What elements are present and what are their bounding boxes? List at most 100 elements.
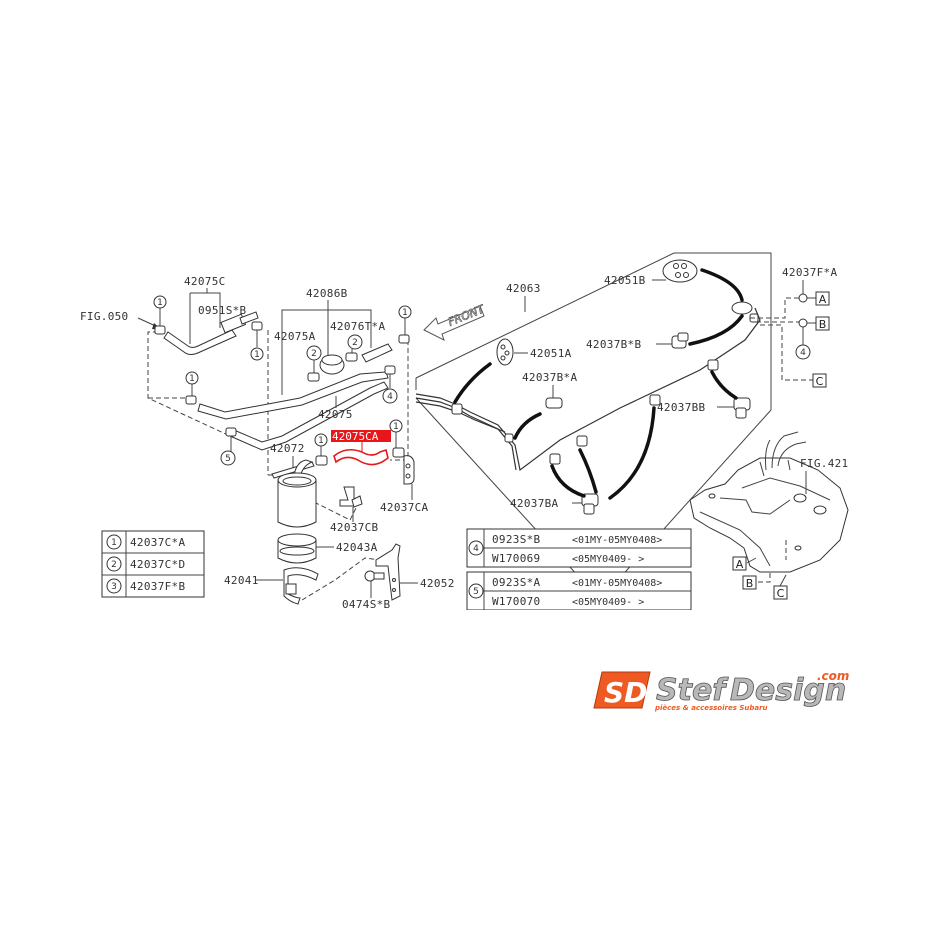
legend-variant-table-4: 4 0923S*B <01MY-05MY0408> W170069 <05MY0…	[466, 528, 692, 568]
label-42075CA: 42075CA	[332, 430, 379, 443]
clip-callout-2-b[interactable]: 2	[345, 334, 363, 362]
label-42037CB: 42037CB	[330, 521, 379, 534]
svg-text:<01MY-05MY0408>: <01MY-05MY0408>	[572, 535, 662, 546]
legend-row-1: 1 42037C*A	[106, 534, 185, 550]
part-42037BA[interactable]: 42037BA	[510, 493, 599, 515]
part-42072-fuel-filter[interactable]: 42072	[270, 442, 317, 528]
part-42075CA-highlighted[interactable]: 42075CA	[331, 430, 391, 466]
fuel-pipes	[415, 268, 761, 500]
label-42086B: 42086B	[306, 287, 348, 300]
pipe-frame-outline	[415, 252, 772, 601]
label-42051A: 42051A	[530, 347, 572, 360]
svg-text:42037C*A: 42037C*A	[130, 536, 185, 549]
svg-text:4: 4	[387, 392, 393, 402]
part-42037BB[interactable]: 42037BB	[657, 397, 751, 419]
stefdesign-logo[interactable]: SD Stef Design .com pièces & accessoires…	[593, 669, 849, 712]
label-42075: 42075	[318, 408, 353, 421]
connector-a-tank[interactable]: A	[732, 556, 747, 571]
svg-text:<01MY-05MY0408>: <01MY-05MY0408>	[572, 578, 662, 589]
svg-text:4: 4	[473, 544, 479, 554]
part-42051A[interactable]: 42051A	[496, 338, 572, 366]
front-label: FRONT	[446, 302, 487, 329]
clip-callout-4-a[interactable]: 4	[382, 365, 398, 404]
label-42037B-star-A: 42037B*A	[522, 371, 577, 384]
svg-text:W170070: W170070	[492, 595, 540, 608]
legend-row-3: 3 42037F*B	[106, 578, 185, 594]
part-42037CB[interactable]: 42037CB	[330, 486, 379, 534]
clip-callout-1-e[interactable]: 1	[314, 433, 328, 466]
tank-connectors	[746, 540, 787, 587]
label-0951SB: 0951S*B	[198, 304, 247, 317]
part-42037BB-star[interactable]: 42037B*B	[586, 332, 689, 351]
svg-text:1: 1	[157, 298, 163, 308]
fuel-tank-fig421[interactable]: FIG.421	[689, 431, 849, 573]
svg-text:42037F*B: 42037F*B	[130, 580, 185, 593]
svg-text:0923S*B: 0923S*B	[492, 533, 541, 546]
svg-text:1: 1	[318, 436, 324, 446]
part-42086B-group[interactable]: 42086B 42075A 42076T*A	[274, 287, 393, 395]
svg-text:W170069: W170069	[492, 552, 540, 565]
label-42051B: 42051B	[604, 274, 646, 287]
clip-callout-1-c[interactable]: 1	[185, 371, 199, 405]
part-42052[interactable]: 42052	[375, 543, 455, 601]
svg-text:5: 5	[473, 587, 479, 597]
label-42041: 42041	[224, 574, 259, 587]
legend-variant-table-5: 5 0923S*A <01MY-05MY0408> W170070 <05MY0…	[466, 571, 692, 611]
logo-tagline: pièces & accessoires Subaru	[654, 704, 768, 712]
part-42037CA[interactable]: 42037CA	[380, 455, 429, 514]
clip-callout-5[interactable]: 5	[220, 427, 237, 466]
clip-callout-1-a[interactable]: 1	[153, 295, 167, 335]
clip-callout-1-d[interactable]: 1	[398, 305, 412, 344]
label-42037F-star-A: 42037F*A	[782, 266, 837, 279]
connector-a-top[interactable]: A	[815, 291, 830, 306]
label-42075A: 42075A	[274, 330, 316, 343]
part-42041[interactable]: 42041	[224, 567, 319, 605]
connector-c-top[interactable]: C	[812, 373, 827, 388]
part-42075C[interactable]: 42075C 0951S*B	[163, 275, 259, 355]
svg-text:0923S*A: 0923S*A	[492, 576, 541, 589]
part-42043A[interactable]: 42043A	[277, 533, 378, 564]
connector-c-tank[interactable]: C	[773, 585, 788, 600]
part-42063[interactable]: 42063	[506, 282, 541, 312]
label-42072: 42072	[270, 442, 305, 455]
logo-domain: .com	[817, 669, 849, 683]
clip-callout-1-b[interactable]: 1	[250, 321, 264, 361]
label-42037CA: 42037CA	[380, 501, 429, 514]
connector-guides	[750, 297, 816, 381]
svg-text:1: 1	[111, 538, 117, 548]
fig421-label: FIG.421	[800, 457, 848, 470]
svg-text:3: 3	[111, 582, 117, 592]
label-42052: 42052	[420, 577, 455, 590]
svg-text:4: 4	[800, 348, 806, 358]
svg-text:B: B	[746, 577, 754, 590]
left-dashed-guides	[147, 330, 409, 601]
part-42037BA-star[interactable]: 42037B*A	[522, 371, 577, 409]
clip-callout-1-f[interactable]: 1	[389, 419, 405, 458]
label-42043A: 42043A	[336, 541, 378, 554]
logo-name-design: Design	[730, 673, 846, 708]
fig050-label: FIG.050	[80, 310, 128, 323]
svg-text:2: 2	[111, 560, 117, 570]
svg-text:A: A	[736, 558, 744, 571]
label-42063: 42063	[506, 282, 541, 295]
part-42075[interactable]: 42075	[197, 371, 389, 451]
legend-clip-table: 1 42037C*A 2 42037C*D 3 42037F*B	[101, 530, 205, 598]
label-42037B-star-B: 42037B*B	[586, 338, 641, 351]
part-42037FA[interactable]: 42037F*A 4	[782, 266, 837, 360]
part-0474SB-bolt[interactable]: 0474S*B	[342, 570, 391, 611]
label-42037BA: 42037BA	[510, 497, 559, 510]
svg-text:A: A	[819, 293, 827, 306]
logo-mark-text: SD	[604, 676, 647, 709]
svg-text:C: C	[777, 587, 785, 600]
clip-callout-2-a[interactable]: 2	[306, 345, 322, 382]
connector-b-top[interactable]: B	[815, 316, 830, 331]
svg-text:42037C*D: 42037C*D	[130, 558, 185, 571]
svg-text:<05MY0409- >: <05MY0409- >	[572, 554, 644, 565]
svg-text:B: B	[819, 318, 827, 331]
logo-mark-icon	[593, 671, 651, 709]
fig050-reference[interactable]: FIG.050	[80, 310, 162, 330]
connector-b-tank[interactable]: B	[742, 575, 757, 590]
part-42051B[interactable]: 42051B	[604, 259, 698, 287]
svg-text:<05MY0409- >: <05MY0409- >	[572, 597, 644, 608]
